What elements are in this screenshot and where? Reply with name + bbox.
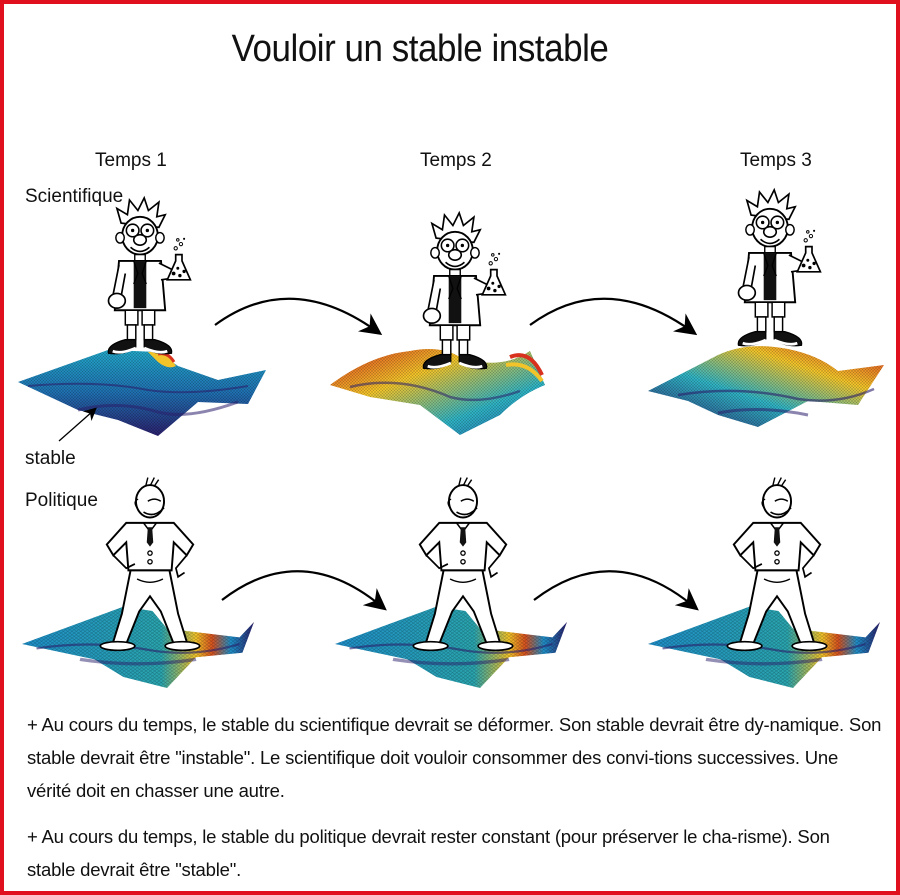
paragraph-scientifique: + Au cours du temps, le stable du scient… [27,708,882,807]
surface-plot-scientist-t1 [18,350,266,436]
paragraph-politique: + Au cours du temps, le stable du politi… [27,820,882,886]
paragraph-politique-text: + Au cours du temps, le stable du politi… [27,826,830,880]
stable-annotation-label: stable [25,448,76,469]
stable-annotation-arrow [58,407,97,442]
arrow-scientist-t1-to-t2 [214,297,383,336]
arrow-politique-t2-to-t3 [533,570,699,611]
politician-icon-t3 [726,476,828,652]
row-label-politique: Politique [25,490,98,511]
scientist-icon-t2 [421,211,507,371]
politician-icon-t2 [412,476,514,652]
surface-plot-scientist-t2 [330,349,545,435]
scientist-icon-t3 [736,188,822,348]
arrow-politique-t1-to-t2 [221,570,387,611]
column-label-temps-2: Temps 2 [420,150,492,171]
paragraph-scientifique-text: + Au cours du temps, le stable du scient… [27,714,882,801]
page-title: Vouloir un stable instable [231,28,609,70]
column-label-temps-1: Temps 1 [95,150,167,171]
row-label-scientifique: Scientifique [25,186,124,207]
column-label-temps-3: Temps 3 [740,150,812,171]
surface-plot-scientist-t3 [648,346,884,427]
politician-icon-t1 [99,476,201,652]
arrow-scientist-t2-to-t3 [529,297,698,336]
scientist-icon-t1 [106,196,192,356]
